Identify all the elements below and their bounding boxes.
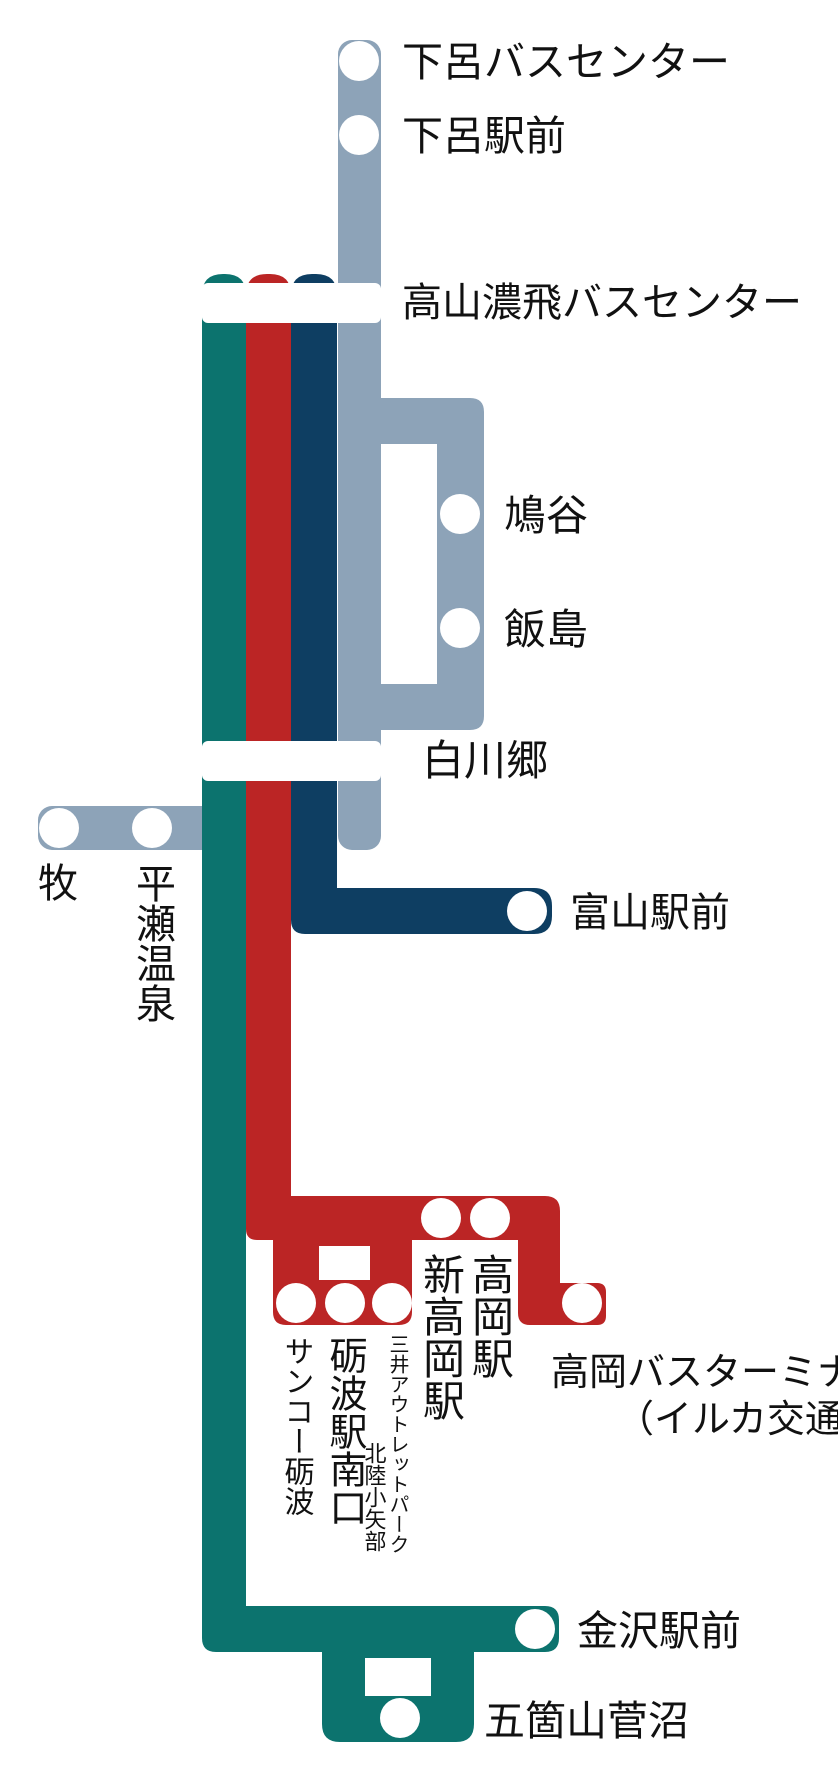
label-hirase-onsen: 平瀬温泉 — [129, 863, 175, 1023]
station-marker-maki — [39, 808, 79, 848]
green-route-gap — [365, 1658, 431, 1696]
station-marker-toyama-ekimae — [507, 891, 547, 931]
label-gero-ekimae: 下呂駅前 — [402, 112, 566, 160]
label-takayama-nohi-bus-center: 高山濃飛バスセンター — [402, 280, 802, 326]
station-marker-hatogaya — [440, 494, 480, 534]
station-marker-hirase-onsen — [132, 808, 172, 848]
navy-route-line — [291, 274, 552, 934]
green-route-line — [202, 274, 559, 1742]
station-marker-shin-takaoka — [421, 1198, 461, 1238]
station-marker-hokuriku-oyabe — [372, 1283, 412, 1323]
shirakawago-transfer-bar — [202, 741, 381, 781]
station-marker-sanko-tonami — [276, 1283, 316, 1323]
red-route-gap — [319, 1246, 370, 1280]
label-hatogaya: 鳩谷 — [504, 491, 588, 540]
station-marker-gero-bus-center — [339, 41, 379, 81]
station-marker-gero-ekimae — [339, 115, 379, 155]
label-tonami-eki-minamiguchi: 砺波駅南口 — [323, 1336, 367, 1526]
label-kanazawa-ekimae: 金沢駅前 — [577, 1607, 741, 1655]
label-shirakawago: 白川郷 — [422, 736, 548, 785]
label-shin-takaoka-eki: 新高岡駅 — [417, 1253, 466, 1421]
station-marker-tonami-minamiguchi — [325, 1283, 365, 1323]
label-sanko-tonami: サンコー砺波 — [279, 1336, 315, 1516]
station-marker-gokayama-suganuma — [380, 1698, 420, 1738]
label-gokayama-suganuma: 五箇山菅沼 — [484, 1697, 689, 1745]
station-marker-takaoka — [470, 1198, 510, 1238]
takayama-transfer-bar — [202, 283, 381, 323]
label-gero-bus-center: 下呂バスセンター — [402, 38, 730, 86]
red-route-line — [246, 274, 606, 1325]
gray-route-line — [38, 40, 484, 850]
label-hokuriku-oyabe: 北陸小矢部 — [361, 1442, 387, 1552]
label-takaoka-bus-terminal: 高岡バスターミナル — [551, 1350, 838, 1394]
label-iruka-kotsu: （イルカ交通） — [616, 1397, 838, 1441]
station-marker-takaoka-bus-terminal — [562, 1283, 602, 1323]
station-marker-kanazawa-ekimae — [515, 1609, 555, 1649]
label-mitsui-outlet-park: 三井アウトレットパーク — [386, 1334, 410, 1554]
station-marker-iijima — [440, 608, 480, 648]
label-toyama-ekimae: 富山駅前 — [570, 890, 730, 936]
label-iijima: 飯島 — [504, 605, 588, 654]
label-maki: 牧 — [38, 861, 78, 907]
label-takaoka-eki: 高岡駅 — [466, 1253, 515, 1379]
